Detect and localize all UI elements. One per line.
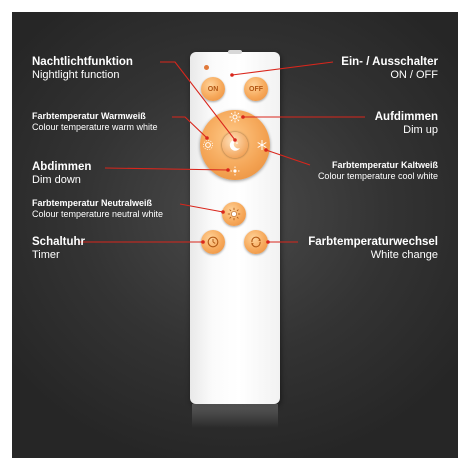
label-dimup: Aufdimmen Dim up bbox=[375, 110, 438, 138]
label-timer-de: Schaltuhr bbox=[32, 236, 86, 248]
timer-button[interactable] bbox=[201, 230, 225, 254]
label-warm-en: Colour temperature warm white bbox=[32, 122, 158, 133]
label-timer: Schaltuhr Timer bbox=[32, 235, 85, 263]
label-nightlight-de: Nachtlichtfunktion bbox=[32, 56, 133, 68]
label-neutral: Farbtemperatur Neutralweiß Colour temper… bbox=[32, 198, 163, 221]
frame-bottom bbox=[0, 458, 470, 470]
label-warm: Farbtemperatur Warmweiß Colour temperatu… bbox=[32, 111, 158, 134]
frame-top bbox=[0, 0, 470, 12]
label-change-de: Farbtemperaturwechsel bbox=[308, 236, 438, 248]
frame-right bbox=[458, 0, 470, 470]
label-warm-de: Farbtemperatur Warmweiß bbox=[32, 111, 146, 121]
label-onoff-de: Ein- / Ausschalter bbox=[341, 56, 438, 68]
label-onoff-en: ON / OFF bbox=[390, 69, 438, 82]
label-change-en: White change bbox=[370, 249, 438, 262]
remote-clip bbox=[228, 50, 242, 54]
nightlight-button[interactable] bbox=[222, 132, 248, 158]
timer-icon bbox=[207, 236, 219, 248]
off-button-label: OFF bbox=[249, 85, 263, 93]
white-change-button[interactable] bbox=[244, 230, 268, 254]
moon-icon bbox=[229, 139, 240, 151]
label-onoff: Ein- / Ausschalter ON / OFF bbox=[341, 55, 438, 83]
led-indicator bbox=[204, 65, 209, 70]
dim-down-sun-icon[interactable] bbox=[229, 165, 241, 177]
brightness-icon bbox=[227, 207, 241, 221]
label-nightlight-en: Nightlight function bbox=[32, 69, 120, 82]
frame-left bbox=[0, 0, 12, 470]
snowflake-icon[interactable] bbox=[256, 139, 268, 151]
label-cool-de: Farbtemperatur Kaltweiß bbox=[331, 160, 438, 170]
neutral-white-button[interactable] bbox=[222, 202, 246, 226]
warm-white-icon[interactable] bbox=[202, 139, 214, 151]
label-cool-en: Colour temperature cool white bbox=[317, 171, 438, 182]
label-nightlight: Nachtlichtfunktion Nightlight function bbox=[32, 55, 133, 83]
off-button[interactable]: OFF bbox=[244, 77, 268, 101]
label-cool: Farbtemperatur Kaltweiß Colour temperatu… bbox=[318, 160, 438, 183]
on-button[interactable]: ON bbox=[201, 77, 225, 101]
label-timer-en: Timer bbox=[32, 249, 60, 262]
label-neutral-en: Colour temperature neutral white bbox=[32, 209, 164, 220]
label-neutral-de: Farbtemperatur Neutralweiß bbox=[32, 198, 153, 208]
label-dimdown-en: Dim down bbox=[32, 174, 81, 187]
label-dimdown-de: Abdimmen bbox=[32, 161, 92, 173]
label-dimup-de: Aufdimmen bbox=[374, 111, 438, 123]
cycle-icon bbox=[251, 236, 261, 248]
label-dimup-en: Dim up bbox=[403, 124, 438, 137]
on-button-label: ON bbox=[207, 85, 219, 93]
remote-reflection bbox=[192, 404, 278, 428]
sun-icon[interactable] bbox=[229, 111, 241, 123]
label-dimdown: Abdimmen Dim down bbox=[32, 160, 91, 188]
label-change: Farbtemperaturwechsel White change bbox=[308, 235, 438, 263]
